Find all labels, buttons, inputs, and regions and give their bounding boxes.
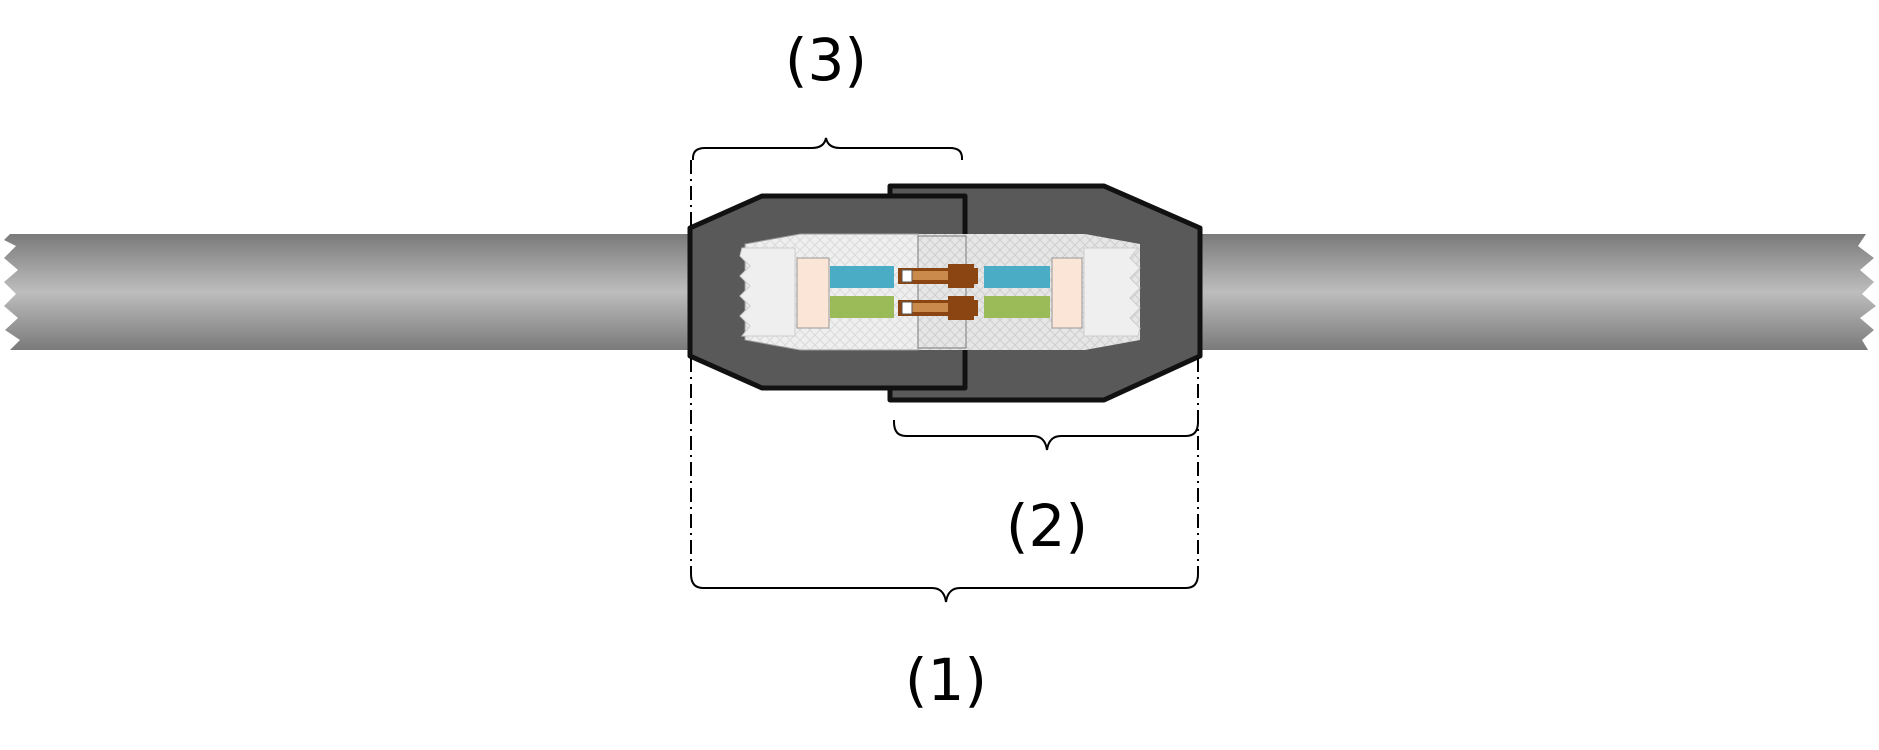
- upper-contact: [898, 264, 978, 288]
- extension-lines: [690, 160, 1199, 570]
- label-2: (2): [1006, 492, 1088, 560]
- right-insulation: [1083, 247, 1141, 337]
- left-cable: [4, 234, 745, 350]
- left-green-wire: [830, 296, 894, 318]
- brace-1: [690, 570, 1199, 603]
- right-blue-wire: [984, 266, 1050, 288]
- lower-contact: [898, 296, 978, 320]
- left-seal: [796, 257, 830, 329]
- label-1: (1): [905, 646, 987, 714]
- right-cable-body: [1130, 234, 1876, 350]
- right-seal: [1051, 257, 1083, 329]
- left-blue-wire: [830, 266, 894, 288]
- right-green-wire: [984, 296, 1050, 318]
- left-insulation: [739, 247, 796, 337]
- label-3: (3): [785, 26, 867, 94]
- inner-body-right: [917, 235, 967, 349]
- left-cable-body: [4, 234, 745, 350]
- brace-2: [893, 420, 1199, 451]
- right-cable: [1130, 234, 1876, 350]
- brace-3: [692, 137, 963, 160]
